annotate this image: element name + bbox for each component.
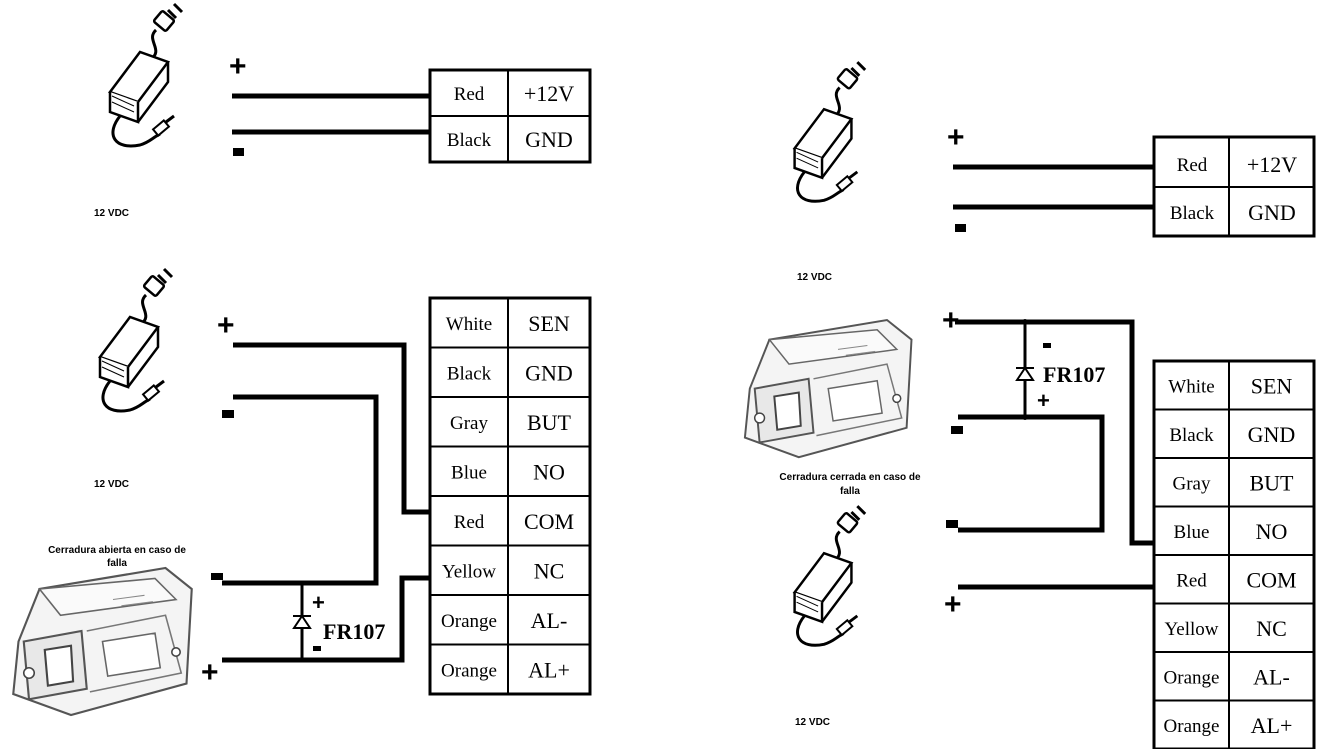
- diode-label: FR107: [323, 619, 385, 644]
- diode-label: FR107: [1043, 362, 1105, 387]
- table-cell-color: Orange: [1164, 716, 1220, 737]
- diode-minus: [1043, 343, 1051, 348]
- table-cell-signal: SEN: [1251, 373, 1293, 398]
- table-cell-signal: BUT: [1250, 470, 1295, 495]
- minus-sign: [955, 224, 966, 232]
- table-cell-color: Orange: [441, 611, 497, 632]
- table-cell-color: Gray: [1173, 473, 1211, 494]
- table-cell-signal: NC: [534, 558, 565, 583]
- table-cell-signal: GND: [525, 360, 573, 385]
- lock-icon: [743, 319, 913, 459]
- table-cell-color: Red: [454, 512, 485, 533]
- table-cell: Black: [447, 130, 492, 151]
- table-cell-signal: NO: [533, 459, 565, 484]
- plus-sign: +: [217, 309, 235, 342]
- minus-sign: [233, 148, 244, 156]
- lock-label: Cerradura abierta en caso de: [48, 545, 186, 556]
- table-cell-color: Blue: [451, 462, 487, 483]
- table-cell-color: Orange: [441, 660, 497, 681]
- table-cell-color: White: [1168, 376, 1214, 397]
- power-table: Red +12V Black GND: [428, 68, 592, 164]
- plus-sign: +: [942, 304, 960, 337]
- plus-sign: +: [201, 656, 219, 689]
- table-cell: Red: [1177, 155, 1208, 176]
- table-cell: GND: [1248, 200, 1296, 225]
- table-cell-color: White: [446, 314, 492, 335]
- table-cell-signal: GND: [1248, 422, 1296, 447]
- power-supply-label: 12 VDC: [797, 272, 832, 283]
- diode-plus: +: [312, 590, 325, 615]
- diode-minus: [313, 646, 321, 651]
- diode-plus: +: [1037, 388, 1050, 413]
- table-cell-color: Black: [447, 363, 492, 384]
- power-adapter-icon: [793, 60, 867, 203]
- table-cell-signal: AL-: [1253, 664, 1290, 689]
- power-table: Red +12V Black GND: [1152, 135, 1316, 238]
- table-cell-signal: COM: [524, 509, 574, 534]
- table-cell: +12V: [1247, 152, 1297, 177]
- lock-label: falla: [840, 486, 860, 497]
- table-cell: +12V: [524, 81, 574, 106]
- lock-label: Cerradura cerrada en caso de: [779, 472, 921, 483]
- table-cell: Black: [1170, 203, 1215, 224]
- plus-sign: +: [947, 121, 965, 154]
- wiring-table: White SEN Black GND Gray BUT Blue NO Red COM Yello…: [428, 296, 592, 696]
- table-cell-signal: AL-: [531, 608, 568, 633]
- minus-sign: [222, 410, 234, 418]
- diode-icon: [1015, 366, 1035, 381]
- plus-sign: +: [944, 588, 962, 621]
- power-adapter-icon: [108, 2, 184, 148]
- wire-plus-to-com: [233, 342, 430, 515]
- wiring-table: White SEN Black GND Gray BUT Blue NO Red COM Yello…: [1152, 359, 1316, 749]
- table-cell-signal: AL+: [528, 657, 570, 682]
- minus-sign: [951, 426, 963, 434]
- wire-lock-to-nc: [222, 575, 430, 663]
- lock-icon: [12, 566, 193, 717]
- power-adapter-icon: [793, 504, 867, 647]
- table-cell-signal: NO: [1256, 519, 1288, 544]
- wire-lock-minus-to-supply: [958, 414, 1105, 533]
- wire-minus-to-lock: [222, 394, 379, 586]
- diode-icon: [292, 614, 312, 629]
- lock-supply-label: 12 VDC: [94, 479, 129, 490]
- lock-label: falla: [107, 558, 127, 569]
- table-cell: GND: [525, 127, 573, 152]
- table-cell-color: Yellow: [442, 561, 496, 582]
- table-cell-color: Gray: [450, 413, 488, 434]
- power-adapter-icon: [98, 267, 174, 413]
- power-supply-label: 12 VDC: [94, 208, 129, 219]
- minus-sign: [946, 520, 958, 528]
- wire-lock-plus-to-no: [955, 319, 1155, 546]
- table-cell: Red: [454, 84, 485, 105]
- lock-supply-label: 12 VDC: [795, 717, 830, 728]
- table-cell-color: Red: [1176, 570, 1207, 591]
- table-cell-signal: NC: [1256, 616, 1287, 641]
- table-cell-signal: AL+: [1251, 713, 1293, 738]
- table-cell-color: Black: [1169, 425, 1214, 446]
- plus-sign: +: [229, 50, 247, 83]
- table-cell-signal: SEN: [528, 311, 570, 336]
- table-cell-color: Orange: [1164, 667, 1220, 688]
- table-cell-color: Yellow: [1164, 619, 1218, 640]
- table-cell-signal: BUT: [527, 410, 572, 435]
- table-cell-color: Blue: [1174, 522, 1210, 543]
- minus-sign: [211, 573, 223, 580]
- table-cell-signal: COM: [1246, 567, 1296, 592]
